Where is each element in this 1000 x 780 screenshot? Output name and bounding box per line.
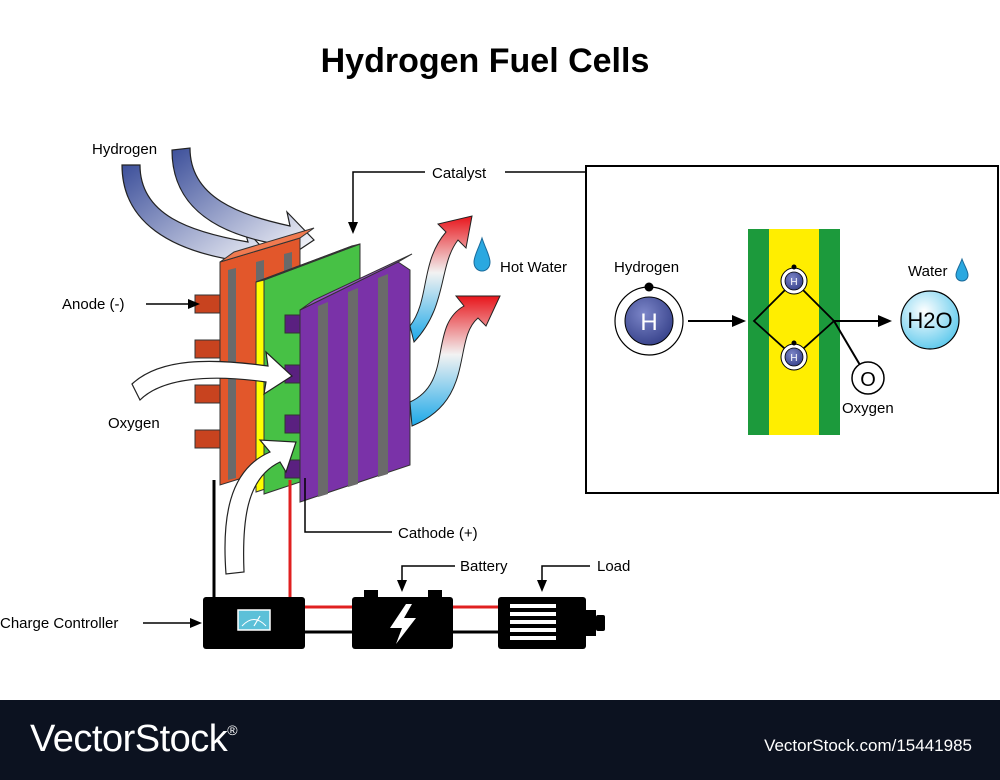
reaction-inset: Hydrogen H H H O Oxygen Water: [585, 165, 999, 494]
oxygen-inflow-arrows: [131, 350, 297, 575]
footer-image-id: VectorStock.com/15441985: [764, 736, 972, 755]
battery-label: Battery: [460, 558, 508, 575]
load-label: Load: [597, 558, 630, 575]
svg-text:H: H: [790, 353, 797, 364]
circuit-wires: [212, 480, 498, 634]
water-molecule: [900, 290, 960, 350]
hydrogen-atom: [624, 296, 674, 346]
electron-dot: [644, 282, 654, 292]
inset-water-drop-icon: [955, 257, 969, 282]
battery-box: [352, 590, 453, 649]
diagram-stage: Hydrogen Fuel Cells: [0, 42, 999, 649]
load-motor: [498, 597, 605, 649]
charge-controller-label: Charge Controller: [0, 615, 118, 632]
cathode-plate: [284, 253, 413, 503]
hydrogen-label: Hydrogen: [92, 141, 157, 158]
page-title: Hydrogen Fuel Cells: [320, 42, 650, 80]
label-pointers: [143, 171, 590, 628]
fuel-cell-diagram: Hydrogen Anode (-) Oxygen Catalyst Hot W…: [0, 141, 999, 649]
footer-bar: VectorStock® VectorStock.com/15441985: [0, 700, 1000, 780]
inset-hydrogen-label: Hydrogen: [614, 259, 679, 276]
oxygen-label: Oxygen: [108, 415, 160, 432]
hot-water-label: Hot Water: [500, 259, 567, 276]
inset-h-symbol: H: [640, 309, 657, 336]
water-drop-icon: [473, 236, 491, 272]
inset-o-symbol: O: [860, 369, 876, 391]
anode-label: Anode (-): [62, 296, 125, 313]
lightning-icon: [390, 604, 416, 644]
footer-logo: VectorStock®: [30, 718, 238, 760]
oxygen-atom: [851, 361, 885, 395]
inset-water-label: Water: [908, 263, 947, 280]
svg-text:H: H: [790, 277, 797, 288]
catalyst-label: Catalyst: [432, 165, 487, 182]
charge-controller-box: [203, 597, 305, 649]
cathode-label: Cathode (+): [398, 525, 478, 542]
hot-water-arrows: [409, 215, 501, 427]
inset-h2o-symbol: H2O: [907, 308, 952, 333]
inset-oxygen-label: Oxygen: [842, 400, 894, 417]
